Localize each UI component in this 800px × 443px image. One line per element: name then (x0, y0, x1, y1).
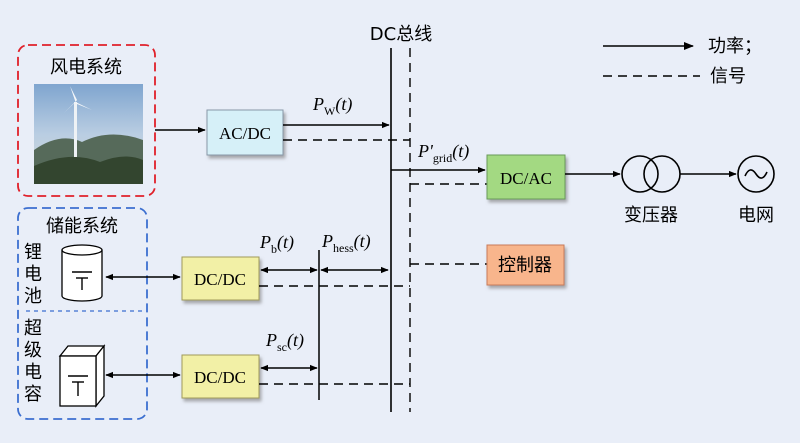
pw-label: PW(t) (312, 94, 352, 118)
storage-system-border (17, 207, 148, 420)
supercap-dcdc-converter: DC/DC (181, 354, 260, 399)
pgrid-subscript: grid (433, 151, 452, 165)
psc-subscript: sc (277, 340, 287, 354)
battery-label-line-2: 电 (24, 264, 42, 285)
dc-bus-label: DC总线 (370, 24, 432, 45)
pb-argument: (t) (277, 232, 294, 253)
legend-power-label: 功率； (708, 36, 762, 57)
pb-symbol: P (259, 232, 271, 252)
psc-argument: (t) (287, 330, 304, 351)
dcac-converter-label: DC/AC (500, 169, 552, 188)
battery-dcdc-converter: DC/DC (181, 256, 260, 301)
phess-symbol: P (321, 231, 333, 251)
transformer-label: 变压器 (624, 205, 678, 226)
pw-argument: (t) (335, 94, 352, 115)
grid-icon (737, 155, 775, 193)
battery-icon (61, 244, 103, 302)
battery-label: 锂 电 池 (24, 242, 48, 307)
storage-system-title: 储能系统 (46, 216, 118, 237)
wind-system-border (17, 44, 156, 197)
dc-bus: DC总线 (370, 24, 432, 412)
grid-label: 电网 (738, 205, 774, 226)
acdc-converter: AC/DC (206, 109, 284, 156)
supercap-dcdc-label: DC/DC (194, 368, 246, 387)
pgrid-label: P'grid(t) (417, 141, 469, 165)
phess-subscript: hess (333, 241, 354, 255)
psc-symbol: P (265, 330, 277, 350)
pgrid-symbol: P' (417, 141, 434, 161)
dcac-converter: DC/AC (486, 154, 566, 200)
phess-label: Phess(t) (321, 231, 371, 255)
legend-signal-label: 信号 (710, 66, 746, 87)
pgrid-argument: (t) (452, 141, 469, 162)
supercap-label-line-2: 级 (24, 340, 42, 361)
pw-subscript: W (324, 104, 336, 118)
acdc-converter-label: AC/DC (219, 124, 271, 143)
supercap-label: 超 级 电 容 (24, 318, 48, 405)
supercap-label-line-1: 超 (24, 318, 42, 339)
battery-dcdc-label: DC/DC (194, 270, 246, 289)
phess-argument: (t) (354, 231, 371, 252)
psc-label: Psc(t) (265, 330, 304, 354)
wind-turbine-photo (34, 84, 143, 184)
pb-subscript: b (271, 242, 277, 256)
transformer-icon (621, 155, 681, 193)
supercap-icon (58, 344, 106, 408)
supercap-label-line-3: 电 (24, 362, 42, 383)
battery-label-line-1: 锂 (24, 242, 42, 263)
legend: 功率； 信号 (603, 36, 762, 87)
controller-block: 控制器 (486, 244, 565, 286)
pw-symbol: P (312, 94, 324, 114)
controller-label: 控制器 (498, 255, 552, 276)
pb-label: Pb(t) (259, 232, 294, 256)
wind-system-title: 风电系统 (50, 57, 122, 78)
battery-label-line-3: 池 (24, 286, 42, 307)
storage-system: 储能系统 锂 电 池 超 级 电 容 (17, 207, 148, 420)
supercap-label-line-4: 容 (24, 384, 42, 405)
wind-system: 风电系统 (17, 44, 206, 197)
